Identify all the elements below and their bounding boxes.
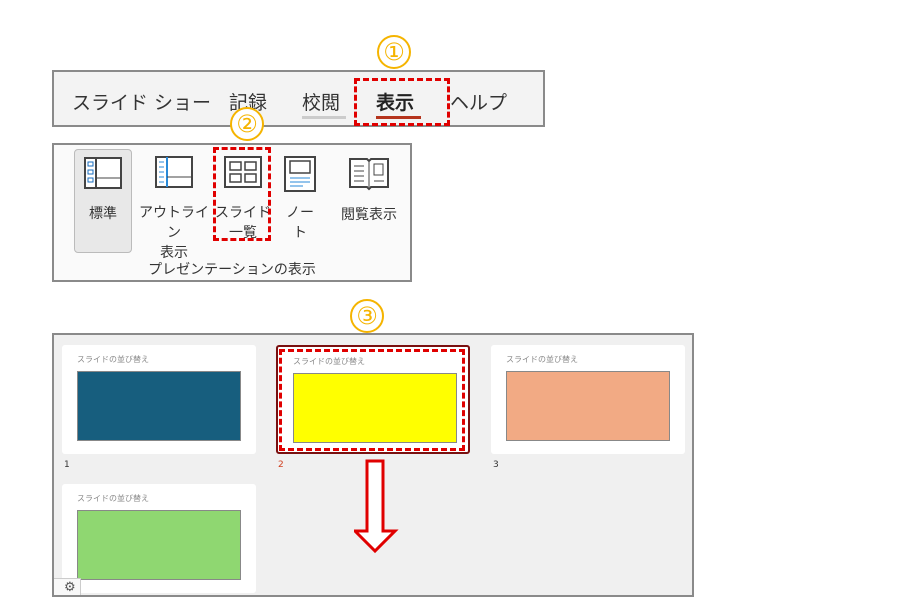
- slide-title: スライドの並び替え: [77, 355, 149, 364]
- slide-number-1: 1: [64, 460, 70, 470]
- reading-view-icon: [349, 158, 389, 191]
- ribbon-tab-bar: スライド ショー 記録 校閲 表示 ヘルプ: [52, 70, 545, 127]
- highlight-box-selected-slide: [279, 349, 465, 451]
- normal-view-icon: [84, 157, 122, 189]
- notes-page-button[interactable]: ノー ト: [276, 149, 324, 251]
- highlight-box-view-tab: [354, 78, 450, 126]
- move-down-arrow: [354, 459, 399, 554]
- slide-title: スライドの並び替え: [293, 357, 365, 366]
- slide-sorter-panel: スライドの並び替え 1 スライドの並び替え 2 スライドの並び替え 3 スライド…: [52, 333, 694, 597]
- normal-view-label: 標準: [89, 206, 117, 222]
- presentation-views-group: 標準 アウトライン 表示 スライド 一覧 ノー ト 閲覧表示 プレゼンテーション…: [52, 143, 412, 282]
- reading-view-button[interactable]: 閲覧表示: [334, 149, 404, 251]
- slide-title: スライドの並び替え: [77, 494, 149, 503]
- outline-view-label-2: 表示: [160, 245, 188, 261]
- slide-number-3: 3: [493, 460, 499, 470]
- outline-view-button[interactable]: アウトライン 表示: [138, 149, 210, 261]
- slide-shape: [293, 373, 457, 443]
- step1-marker: ①: [377, 35, 411, 69]
- tab-slideshow[interactable]: スライド ショー: [72, 92, 212, 114]
- gear-icon: ⚙: [64, 580, 76, 595]
- step3-marker: ③: [350, 299, 384, 333]
- step2-marker: ②: [230, 107, 264, 141]
- slide-number-2: 2: [278, 460, 284, 470]
- notes-page-label-2: ト: [293, 225, 307, 241]
- notes-page-label-1: ノー: [286, 205, 314, 221]
- reading-view-label: 閲覧表示: [341, 207, 397, 223]
- slide-sorter-label-1: スライド: [215, 205, 271, 221]
- slide-title: スライドの並び替え: [506, 355, 578, 364]
- notes-page-icon: [284, 156, 316, 192]
- slide-thumbnail-2[interactable]: スライドの並び替え: [276, 345, 470, 454]
- slide-sorter-label-2: 一覧: [229, 225, 257, 241]
- slide-shape: [77, 371, 241, 441]
- tab-view[interactable]: 表示: [376, 92, 415, 114]
- slide-sorter-icon: [224, 156, 262, 188]
- highlight-box-slide-sorter: [213, 147, 271, 241]
- active-tab-underline: [376, 116, 421, 119]
- tab-help[interactable]: ヘルプ: [450, 92, 508, 114]
- slide-thumbnail-1[interactable]: スライドの並び替え: [62, 345, 256, 454]
- outline-view-label-1: アウトライン: [139, 205, 209, 241]
- group-label: プレゼンテーションの表示: [148, 262, 316, 278]
- slide-thumbnail-3[interactable]: スライドの並び替え: [491, 345, 685, 454]
- slide-shape: [77, 510, 241, 580]
- slide-shape: [506, 371, 670, 441]
- outline-view-icon: [155, 156, 193, 188]
- tab-review[interactable]: 校閲: [302, 92, 341, 114]
- tab-hover-underline: [302, 116, 346, 119]
- slide-thumbnail-4[interactable]: スライドの並び替え: [62, 484, 256, 593]
- normal-view-button[interactable]: 標準: [74, 149, 132, 253]
- slide-sorter-button[interactable]: スライド 一覧: [214, 149, 272, 251]
- settings-button[interactable]: ⚙: [54, 578, 81, 595]
